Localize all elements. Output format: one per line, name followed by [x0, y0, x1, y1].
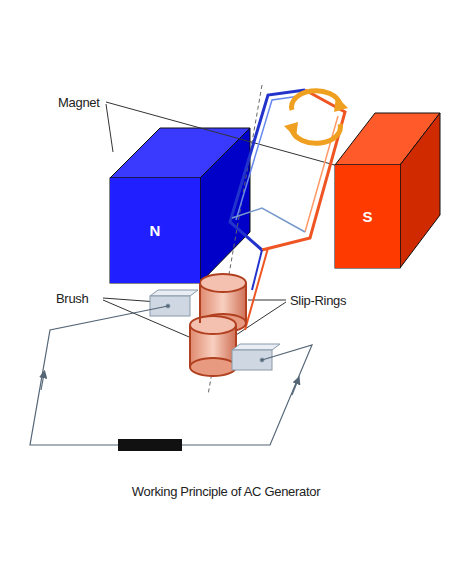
- north-magnet: [110, 128, 250, 283]
- pole-letter: S: [362, 208, 372, 225]
- magnet-pole: N: [110, 178, 200, 283]
- magnet-pole: S: [335, 165, 400, 268]
- pole-letter: N: [150, 222, 161, 239]
- figure-caption: Working Principle of AC Generator: [132, 484, 321, 499]
- rotation-arrows: [284, 91, 348, 144]
- brushes: [150, 290, 280, 370]
- south-magnet: [335, 113, 440, 268]
- load-resistor: [118, 439, 182, 451]
- part-label: Slip-Rings: [290, 293, 346, 308]
- part-label: Magnet: [58, 95, 100, 110]
- part-label: Brush: [56, 291, 88, 306]
- leader-lines: [103, 102, 360, 358]
- external-circuit: [30, 306, 312, 445]
